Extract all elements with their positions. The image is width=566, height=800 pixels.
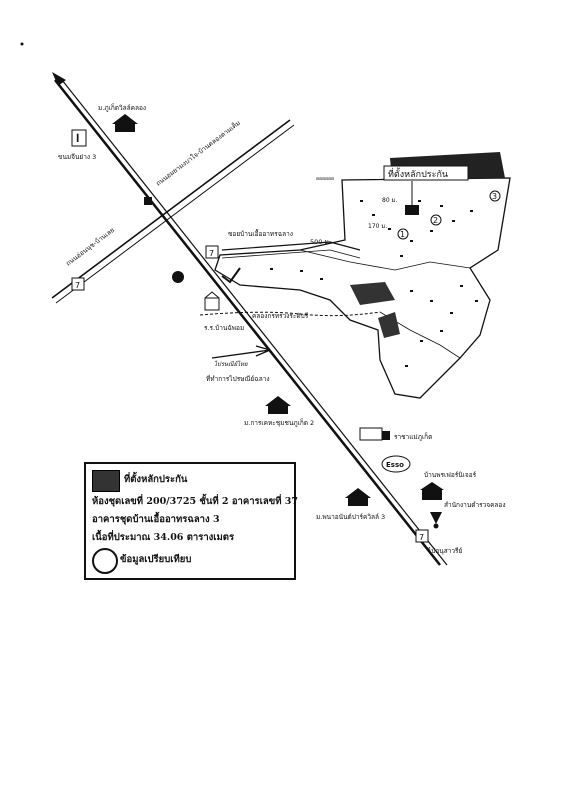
collateral-label-box (383, 165, 469, 181)
cross-road-line-a (51, 119, 291, 299)
village-bottom-label: ม.พนาอนันต์ปาร์ควิลล์ 3 (316, 513, 385, 521)
truck-icon (359, 427, 390, 441)
distance-label: 500 ม. (310, 238, 331, 246)
project-inner-road (299, 249, 471, 271)
seven-eleven-icon-1 (205, 245, 219, 259)
pond-1 (350, 282, 395, 305)
marker-2: 2 (433, 216, 438, 225)
police-icon (430, 512, 442, 529)
village-mid-label: ม.การเคหะชุมชนภูเก็ต 2 (244, 418, 314, 427)
legend: ที่ตั้งหลักประกัน ห้องชุดเลขที่ 200/3725… (84, 462, 299, 580)
house-icon (112, 114, 138, 132)
cross-road-line-b (55, 124, 295, 304)
soi-road-b (221, 249, 361, 259)
house-icon-4 (345, 488, 371, 506)
marker-1-circle (397, 228, 409, 240)
house-icon-3 (420, 482, 444, 500)
canal-line (199, 311, 381, 317)
market-icon (71, 129, 87, 147)
marker-3: 3 (492, 192, 497, 201)
post-logo-label: ไปรษณีย์ไทย (214, 360, 248, 368)
main-highway-line-a (54, 79, 441, 566)
svg-text:7: 7 (419, 533, 424, 542)
svg-text:ꟾ: ꟾ (76, 133, 79, 145)
legend-line-2: อาคารชุดบ้านเอื้ออาทรฉลาง 3 (92, 514, 220, 525)
grid-dots: ออออออ (316, 176, 334, 182)
police-label: สำนักงานตำรวจคลอง (444, 501, 506, 509)
house-right-label: บ้านพรเฟอร์นิเจอร์ (424, 471, 477, 479)
traffic-light-icon (144, 197, 152, 205)
pond-2 (378, 312, 400, 338)
legend-title: ที่ตั้งหลักประกัน (124, 474, 188, 485)
marker-2-circle (430, 214, 442, 226)
post-office-label: ที่ทำการไปรษณีย์ฉลาง (206, 374, 270, 383)
legend-compare: ข้อมูลเปรียบเทียบ (120, 554, 192, 565)
main-highway-line-b (61, 79, 448, 566)
esso-label: Esso (386, 461, 404, 469)
road-label-right: ถนนอมยามงบาใจ-บ้านคลองตามเต็ม (154, 118, 242, 188)
legend-collateral-swatch (92, 470, 120, 492)
dim-80: 80 ม. (382, 197, 397, 204)
seven-eleven-icon-3 (415, 529, 429, 543)
house-icon-2 (265, 396, 291, 414)
soi-road (221, 241, 361, 251)
school-icon (204, 291, 220, 311)
svg-text:7: 7 (75, 281, 80, 290)
school-label: ร.ร.บ้านฉัพอม (204, 324, 244, 332)
marker-1: 1 (400, 230, 405, 239)
soi-label: ซอยบ้านเอื้ออาทรฉลาง (228, 229, 293, 238)
village-top-label: ม.ภูเก็ตวิลล์คลอง (98, 103, 146, 112)
seven-eleven-icon-2 (71, 277, 85, 291)
svg-text:7: 7 (209, 249, 214, 258)
road-label-left: ถนนอ่อนนุช-บ้านเลย (64, 226, 116, 268)
speck (20, 42, 24, 46)
canal-label: คลองกรทรวงระดับรี (252, 312, 309, 320)
plot-dots (270, 200, 478, 367)
fire-station-label: ราชาแม่ภูเก็ต (394, 432, 432, 441)
legend-compare-circle (92, 548, 118, 574)
check-icon (221, 267, 241, 284)
dim-170: 170 ม. (368, 223, 387, 230)
highway-end-arrow (52, 72, 66, 86)
project-area-outline (214, 177, 511, 399)
legend-line-3: เนื้อที่ประมาณ 34.06 ตารางเมตร (92, 532, 235, 543)
to-city-label: ไปอนุสาวรีย์ (427, 547, 463, 555)
market-label: ขนมจีนย่าง 3 (58, 153, 96, 161)
legend-line-1: ห้องชุดเลขที่ 200/3725 ชั้นที่ 2 อาคารเล… (92, 496, 299, 507)
collateral-building (405, 205, 419, 215)
esso-icon (381, 455, 411, 473)
post-arrow-icon (211, 345, 271, 359)
collateral-label: ที่ตั้งหลักประกัน (388, 167, 448, 180)
gas-icon (172, 271, 184, 283)
marker-3-circle (489, 190, 501, 202)
